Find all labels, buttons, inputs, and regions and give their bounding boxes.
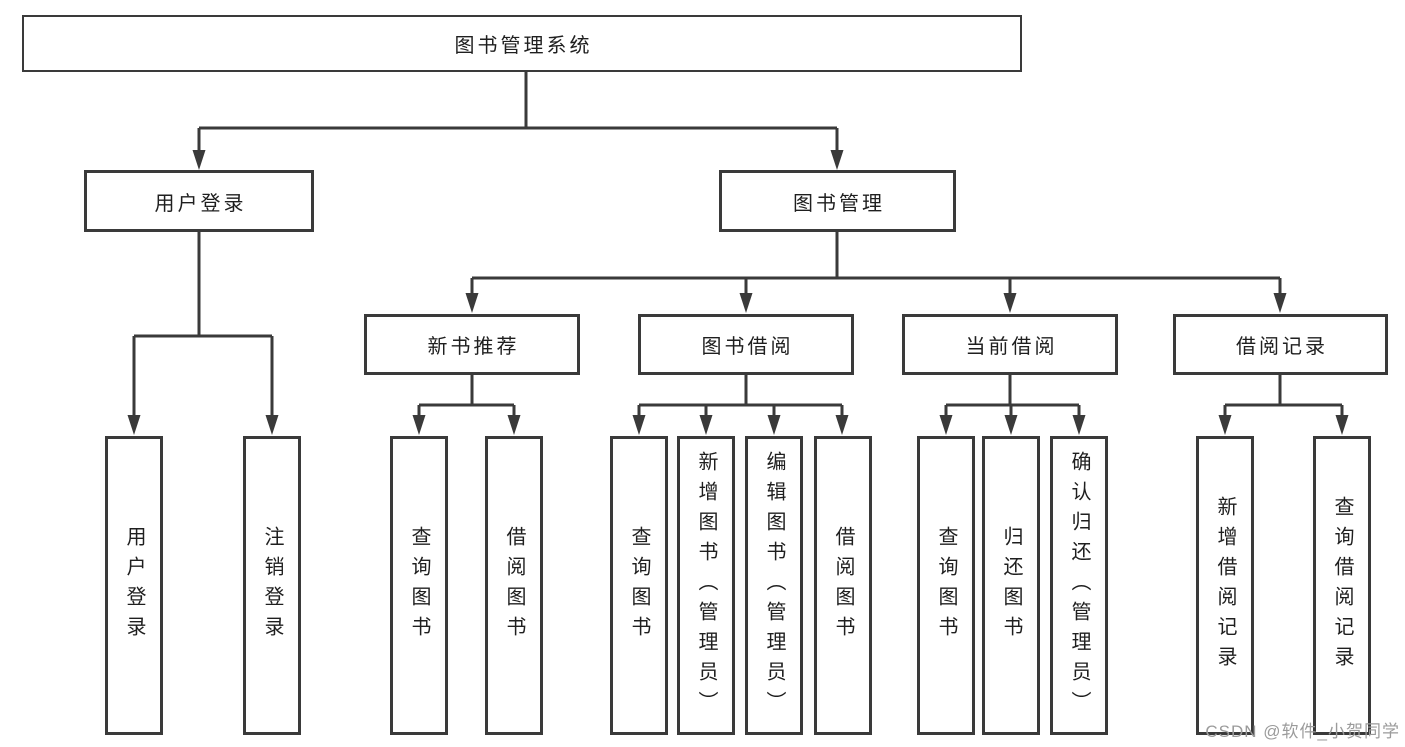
leaf-query-borrow-record: 查询借阅记录 [1313, 436, 1371, 735]
leaf-label: 确认归还（管理员） [1068, 450, 1090, 721]
leaf-borrow-books-recommend: 借阅图书 [485, 436, 543, 735]
leaf-user-login: 用户登录 [105, 436, 163, 735]
leaf-query-books-borrow: 查询图书 [610, 436, 668, 735]
csdn-watermark: CSDN @软件_小贺同学 [1205, 722, 1400, 741]
leaf-label: 注销登录 [261, 525, 283, 646]
leaf-query-books-current: 查询图书 [917, 436, 975, 735]
leaf-label: 借阅图书 [832, 525, 854, 646]
node-label: 图书借阅 [701, 336, 794, 358]
leaf-label: 新增借阅记录 [1214, 495, 1236, 676]
node-book-management: 图书管理 [719, 170, 956, 232]
leaf-label: 查询图书 [628, 525, 650, 646]
node-label: 当前借阅 [965, 336, 1058, 358]
node-label: 图书管理 [793, 192, 885, 215]
leaf-label: 新增图书（管理员） [695, 450, 717, 721]
leaf-label: 用户登录 [123, 525, 145, 646]
leaf-return-books: 归还图书 [982, 436, 1040, 735]
node-system-root: 图书管理系统 [22, 15, 1022, 72]
node-new-book-recommend: 新书推荐 [364, 314, 580, 375]
node-label: 新书推荐 [427, 336, 520, 358]
node-user-login: 用户登录 [84, 170, 314, 232]
leaf-add-borrow-record: 新增借阅记录 [1196, 436, 1254, 735]
node-label: 图书管理系统 [454, 35, 593, 57]
node-borrowing-records: 借阅记录 [1173, 314, 1388, 375]
leaf-label: 查询借阅记录 [1331, 495, 1353, 676]
leaf-label: 查询图书 [408, 525, 430, 646]
leaf-borrow-books: 借阅图书 [814, 436, 872, 735]
tree-edges [132, 72, 1344, 418]
node-label: 借阅记录 [1236, 336, 1328, 358]
leaf-query-books-recommend: 查询图书 [390, 436, 448, 735]
leaf-logout: 注销登录 [243, 436, 301, 735]
node-label: 用户登录 [154, 192, 247, 215]
leaf-add-books-admin: 新增图书（管理员） [677, 436, 735, 735]
leaf-edit-books-admin: 编辑图书（管理员） [745, 436, 803, 735]
leaf-confirm-return-admin: 确认归还（管理员） [1050, 436, 1108, 735]
node-current-borrowing: 当前借阅 [902, 314, 1118, 375]
node-book-borrowing: 图书借阅 [638, 314, 854, 375]
leaf-label: 编辑图书（管理员） [763, 450, 785, 721]
leaf-label: 归还图书 [1000, 525, 1022, 646]
leaf-label: 查询图书 [935, 525, 957, 646]
leaf-label: 借阅图书 [503, 525, 525, 646]
